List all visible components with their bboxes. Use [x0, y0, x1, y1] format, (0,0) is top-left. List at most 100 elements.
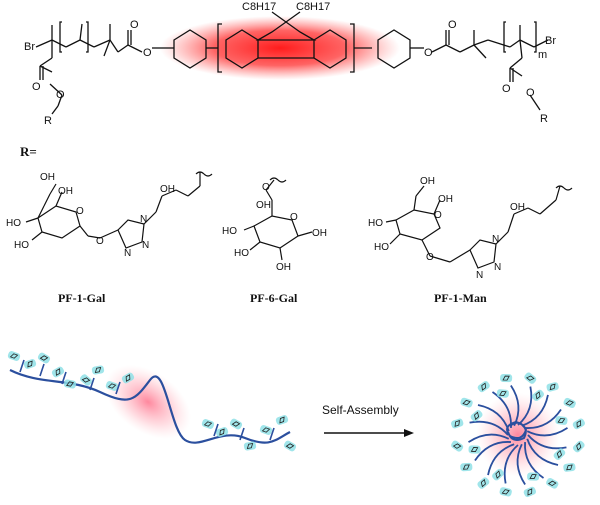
- sugar-glyph-icon: [63, 379, 77, 389]
- sugar-name-pf-1-gal: PF-1-Gal: [58, 291, 106, 305]
- chain-glow: [105, 365, 191, 439]
- sugar-glyph-icon: [532, 389, 544, 402]
- sugar-glyph-icon: [563, 462, 576, 472]
- micelle-core-coil: [506, 420, 528, 441]
- sugar-glyph-icon: [460, 397, 473, 408]
- sugar-glyph-icon: [105, 381, 119, 391]
- pf6gal-linker-o: O: [262, 182, 270, 193]
- c8h17-right-label: C8H17: [296, 1, 330, 13]
- br-right-label: Br: [545, 35, 556, 47]
- polymer-backbone: [9, 369, 291, 444]
- sugar-glyph-icon: [468, 445, 481, 454]
- sugar-glyph-icon: [51, 366, 65, 378]
- chain-branch: [19, 359, 25, 373]
- pf1man-n-3: N: [476, 270, 483, 281]
- pf6gal-oh-5: OH: [276, 262, 291, 273]
- ester-o-left-2: O: [143, 47, 152, 59]
- pf1gal-oh-3: HO: [6, 218, 21, 229]
- sugar-glyph-icon: [523, 486, 537, 498]
- sugar-glyph-icon: [527, 472, 540, 481]
- r-left-label: R: [44, 115, 52, 127]
- sugar-glyph-icon: [229, 418, 243, 430]
- micelle-arm: [468, 433, 510, 443]
- br-left-label: Br: [24, 41, 35, 53]
- sugar-glyph-icon: [215, 427, 229, 437]
- sugar-glyph-icon: [275, 415, 289, 425]
- ester-o-right-2: O: [424, 47, 433, 59]
- sugar-glyph-icon: [572, 418, 585, 430]
- sugar-glyph-icon: [500, 373, 513, 383]
- sugar-glyph-icon: [460, 462, 473, 472]
- pf1man-n-1: N: [492, 234, 499, 245]
- polymer-labels: Br Br m R R C8H17 C8H17 O O O O O O O O: [24, 1, 556, 127]
- pf1man-n-2: N: [494, 262, 501, 273]
- chain-branch: [213, 423, 219, 437]
- sugar-name-pf-6-gal: PF-6-Gal: [250, 291, 298, 305]
- sugar-glyph-icon: [23, 359, 37, 369]
- sugar-glyph-icon: [477, 477, 490, 489]
- pf1man-oh-4: OH: [438, 194, 453, 205]
- pf1gal-n-2: N: [142, 240, 149, 251]
- sugar-glyph-icon: [572, 440, 585, 453]
- micelle-arm: [503, 444, 519, 484]
- sugar-name-pf-1-man: PF-1-Man: [434, 291, 487, 305]
- sugar-glyph-icon: [283, 440, 297, 452]
- sugar-glyph-icon: [492, 468, 504, 481]
- chain-branch: [61, 371, 67, 385]
- pf1man-oh-1: OH: [420, 176, 435, 187]
- sugar-glyph-icon: [524, 372, 537, 384]
- ester-o-right-3: O: [502, 83, 511, 95]
- pf1man-linker-o: O: [426, 252, 434, 263]
- sugar-glyph-icon: [470, 410, 483, 422]
- micelle-arm: [525, 408, 562, 429]
- r-right-label: R: [540, 113, 548, 125]
- sugar-glyph-icon: [243, 441, 257, 451]
- pf6gal-oh-3: HO: [234, 248, 249, 259]
- sugar-glyph-icon: [91, 365, 105, 375]
- sugar-glyph-icon: [451, 440, 464, 452]
- micelle-arm: [527, 434, 567, 450]
- sugar-glyph-icon: [80, 374, 92, 386]
- sugar-glyph-icon: [451, 418, 464, 429]
- micelle-arm: [524, 442, 545, 479]
- sugar-glyph-icon: [546, 478, 559, 489]
- sugar-glyph-icon: [121, 372, 135, 384]
- pf1gal-linker-o: O: [96, 236, 104, 247]
- chain-branch: [39, 363, 45, 377]
- sugar-glyph-icon: [496, 389, 509, 398]
- single-chain-cartoon: [7, 351, 297, 452]
- sugar-glyph-icon: [201, 419, 215, 429]
- fluorene-glow: [160, 16, 400, 80]
- ester-o-right-4: O: [526, 87, 535, 99]
- pf6gal-oh-1: OH: [256, 200, 271, 211]
- polymer-structure: [35, 11, 549, 115]
- chain-branch: [115, 381, 121, 395]
- pf6gal-oh-4: OH: [312, 228, 327, 239]
- c8h17-left-label: C8H17: [242, 1, 276, 13]
- micelle-arm: [526, 427, 568, 437]
- sugar-glyph-icon: [563, 397, 576, 409]
- sugar-glyph-icon: [553, 448, 566, 460]
- micelle-arm: [526, 438, 559, 466]
- chain-branch: [239, 427, 245, 441]
- sugar-pf-1-gal: OH OH HO HO OH O O N N N PF-1-Gal: [6, 171, 213, 305]
- pf1gal-n-1: N: [140, 214, 147, 225]
- sugar-glyph-icon: [555, 416, 568, 425]
- ester-o-right-1: O: [448, 19, 457, 31]
- pf1man-oh-3: HO: [374, 242, 389, 253]
- self-assembly-arrow: Self-Assembly: [322, 403, 414, 437]
- pf1man-oh-2: HO: [368, 218, 383, 229]
- sugar-glyph-icon: [37, 352, 51, 364]
- sugar-glyph-icon: [7, 351, 21, 361]
- repeat-m-label: m: [538, 49, 547, 61]
- pf1gal-oh-1: OH: [40, 172, 55, 183]
- chain-branch: [269, 427, 275, 441]
- pf1man-oh-5: OH: [510, 202, 525, 213]
- sugar-glyph-icon: [546, 382, 559, 392]
- ester-o-left-3: O: [32, 81, 41, 93]
- pf6gal-oh-2: HO: [222, 226, 237, 237]
- micelle-arm: [487, 443, 515, 476]
- micelle-arm: [474, 441, 511, 462]
- pf1man-ring-o: O: [434, 210, 442, 221]
